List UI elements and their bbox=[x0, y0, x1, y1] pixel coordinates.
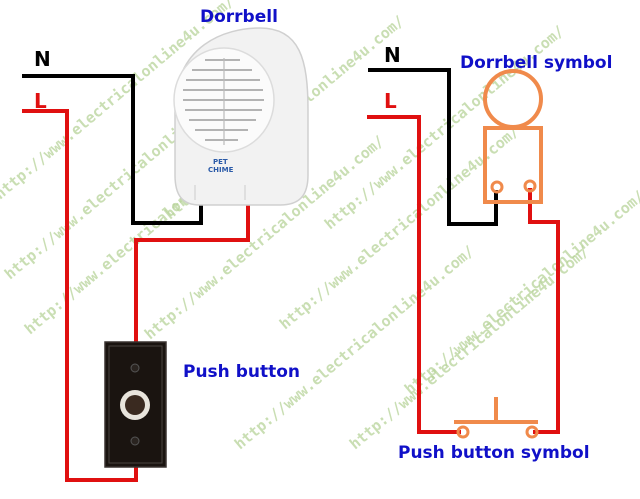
right-title-dorrbell-symbol: Dorrbell symbol bbox=[460, 53, 612, 73]
watermark: http://www.electricalonline4u.com/ bbox=[401, 187, 640, 398]
right-neutral-label: N bbox=[384, 43, 401, 67]
right-push-button-symbol-label: Push button symbol bbox=[398, 443, 590, 463]
right-neutral-wire bbox=[368, 68, 498, 226]
left-neutral-wire bbox=[22, 74, 203, 225]
left-push-button-label: Push button bbox=[183, 362, 300, 382]
device-brand-pet: PET bbox=[213, 158, 228, 166]
left-live-wire-switched bbox=[134, 205, 250, 345]
push-button-device bbox=[104, 341, 167, 468]
push-button-symbol bbox=[454, 397, 539, 439]
right-live-label: L bbox=[384, 89, 397, 113]
left-neutral-label: N bbox=[34, 47, 51, 71]
doorbell-chime-device: PET CHIME bbox=[173, 27, 309, 206]
left-live-wire bbox=[22, 109, 138, 482]
speaker-grille-icon bbox=[183, 58, 264, 145]
device-brand-chime: CHIME bbox=[208, 166, 234, 174]
right-live-wire-switched bbox=[528, 188, 560, 434]
right-live-wire bbox=[367, 115, 461, 434]
left-live-label: L bbox=[34, 89, 47, 113]
doorbell-symbol bbox=[483, 69, 543, 204]
left-title-dorrbell: Dorrbell bbox=[200, 7, 278, 27]
